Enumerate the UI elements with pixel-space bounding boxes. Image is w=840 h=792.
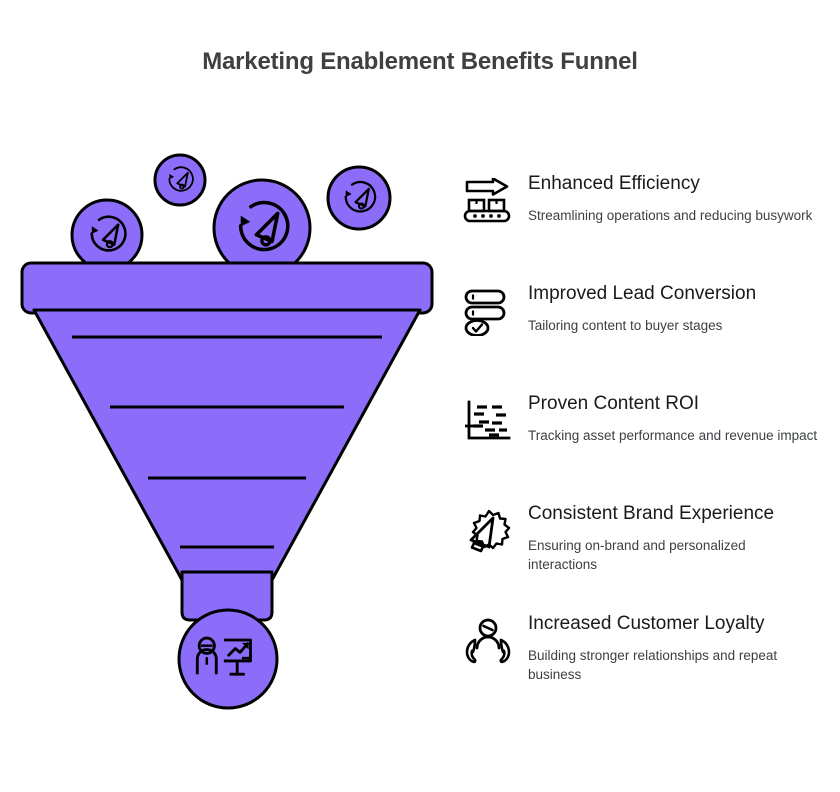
checklist-bars-icon	[462, 286, 514, 338]
benefit-title: Improved Lead Conversion	[528, 283, 757, 304]
benefit-item-enhanced-efficiency[interactable]: Enhanced Efficiency Streamlining operati…	[462, 170, 840, 262]
benefit-title: Increased Customer Loyalty	[528, 613, 765, 634]
benefit-title: Enhanced Efficiency	[528, 173, 700, 194]
funnel-cone	[32, 308, 422, 582]
benefit-description: Tracking asset performance and revenue i…	[528, 427, 818, 443]
benefit-description: Streamlining operations and reducing bus…	[528, 207, 813, 223]
megaphone-burst-icon	[462, 506, 514, 558]
funnel-rim	[20, 261, 434, 315]
benefit-description: Ensuring on-brand and personalized inter…	[528, 537, 746, 573]
benefit-item-improved-lead-conversion[interactable]: Improved Lead Conversion Tailoring conte…	[462, 280, 840, 372]
funnel-input-bubbles	[70, 153, 392, 278]
benefit-text: Enhanced Efficiency Streamlining operati…	[528, 170, 840, 225]
benefit-title: Consistent Brand Experience	[528, 503, 775, 524]
funnel-spout	[180, 570, 274, 622]
benefit-title: Proven Content ROI	[528, 393, 700, 414]
page-title: Marketing Enablement Benefits Funnel	[202, 48, 638, 75]
funnel-diagram	[0, 130, 455, 730]
input-bubble-4	[326, 165, 392, 231]
benefit-text: Consistent Brand Experience Ensuring on-…	[528, 500, 840, 575]
funnel-dividers	[72, 335, 382, 549]
hands-person-icon	[462, 616, 514, 668]
benefit-text: Increased Customer Loyalty Building stro…	[528, 610, 840, 685]
benefit-description: Building stronger relationships and repe…	[528, 647, 778, 683]
conveyor-belt-arrow-icon	[462, 176, 514, 228]
output-bubble	[177, 608, 279, 710]
benefit-text: Proven Content ROI Tracking asset perfor…	[528, 390, 840, 445]
benefit-text: Improved Lead Conversion Tailoring conte…	[528, 280, 840, 335]
benefits-list: Enhanced Efficiency Streamlining operati…	[462, 170, 840, 720]
benefit-item-consistent-brand-experience[interactable]: Consistent Brand Experience Ensuring on-…	[462, 500, 840, 592]
input-bubble-1	[70, 198, 144, 272]
dashed-chart-icon	[462, 396, 514, 448]
benefit-description: Tailoring content to buyer stages	[528, 317, 723, 333]
input-bubble-2	[153, 153, 207, 207]
benefit-item-proven-content-roi[interactable]: Proven Content ROI Tracking asset perfor…	[462, 390, 840, 482]
benefit-item-increased-customer-loyalty[interactable]: Increased Customer Loyalty Building stro…	[462, 610, 840, 702]
funnel-svg	[20, 153, 434, 710]
